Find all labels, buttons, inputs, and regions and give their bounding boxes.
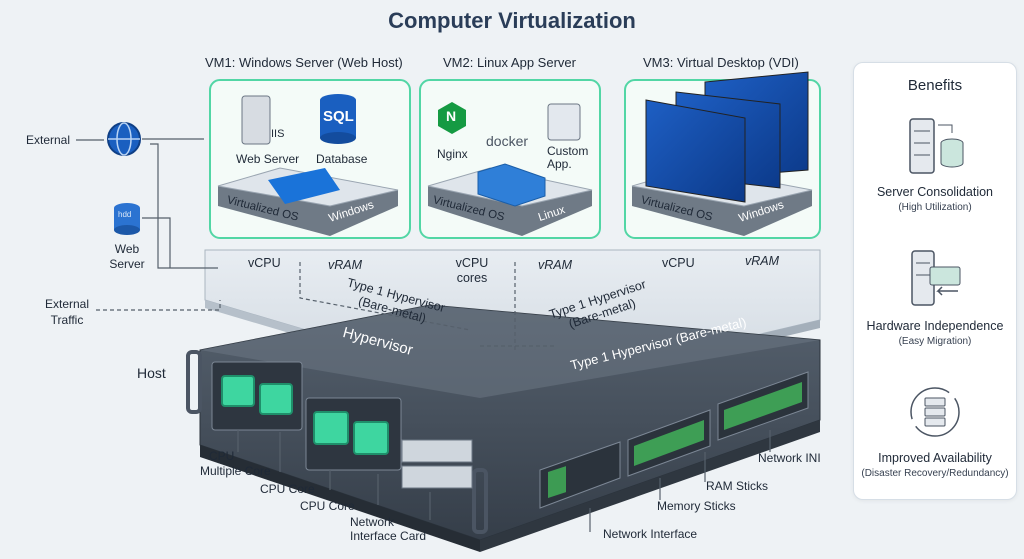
callout-network-ini: Network INI <box>758 451 821 465</box>
vm2-platform <box>419 79 601 239</box>
vm3-vram: vRAM <box>745 254 780 268</box>
vm1-platform <box>209 79 411 239</box>
vm1-vcpu: vCPU <box>248 256 281 270</box>
vm2-header: VM2: Linux App Server <box>443 55 576 70</box>
vm1-app-web-server: Web Server <box>236 152 300 166</box>
external-label: External <box>26 133 71 147</box>
host-chassis <box>186 304 821 552</box>
callout-cpu-core-2: CPU Core <box>300 499 355 513</box>
nginx-logo-text: N <box>446 108 457 124</box>
callout-cpu-core-1: CPU Core <box>260 482 315 496</box>
benefits-panel: Benefits Server Consolidation (High Util… <box>853 62 1017 500</box>
callout-multiple-core: Multiple Core <box>200 464 271 478</box>
vm3-platform <box>624 71 821 239</box>
external-traffic-label: External Traffic <box>44 297 90 327</box>
availability-icon <box>910 387 960 437</box>
network-icons <box>107 122 141 235</box>
benefit-sub: (High Utilization) <box>898 202 972 213</box>
benefit-name: Hardware Independence <box>866 319 1004 333</box>
vm2-vram: vRAM <box>538 258 573 272</box>
benefit-sub: (Easy Migration) <box>898 336 972 347</box>
web-server-label: Web Server <box>109 242 145 271</box>
benefit-name: Server Consolidation <box>876 185 994 199</box>
iis-logo-text: IIS <box>271 128 285 140</box>
vm2-app-docker: docker <box>486 133 529 149</box>
connector-lines <box>76 138 771 532</box>
vm1-app-database: Database <box>316 152 368 166</box>
benefit-name: Improved Availability <box>878 451 992 465</box>
vm2-vcpu-cores: vCPU cores <box>455 256 489 285</box>
host-label: Host <box>137 365 166 381</box>
callout-memory-sticks: Memory Sticks <box>657 499 736 513</box>
vm2-app-custom: Custom App. <box>547 144 589 171</box>
web-server-icon: hdd <box>118 210 132 219</box>
diagram-title: Computer Virtualization <box>388 8 636 33</box>
vm1-header: VM1: Windows Server (Web Host) <box>205 55 403 70</box>
benefits-title: Benefits <box>907 77 963 94</box>
benefit-server-consolidation: Server Consolidation (High Utilization) <box>854 115 1016 213</box>
benefit-hardware-independence: Hardware Independence (Easy Migration) <box>854 249 1016 347</box>
sql-logo-text: SQL <box>323 108 354 125</box>
migration-icon <box>911 250 961 306</box>
callout-network-interface: Network Interface <box>603 527 698 541</box>
vm1-vram: vRAM <box>328 258 363 272</box>
vm3-vcpu: vCPU <box>662 256 695 270</box>
vm2-app-nginx: Nginx <box>437 147 468 161</box>
vm3-header: VM3: Virtual Desktop (VDI) <box>643 55 799 70</box>
benefit-sub: (Disaster Recovery/Redundancy) <box>861 468 1009 479</box>
benefit-improved-availability: Improved Availability (Disaster Recovery… <box>854 381 1016 479</box>
callout-cpu: CPU <box>209 449 235 463</box>
server-database-icon <box>909 118 964 174</box>
callout-nic-card: Network Interface Card <box>350 515 427 543</box>
ram-modules <box>539 371 809 509</box>
callout-ram-sticks: RAM Sticks <box>706 479 769 493</box>
cpu-chips <box>221 375 389 455</box>
